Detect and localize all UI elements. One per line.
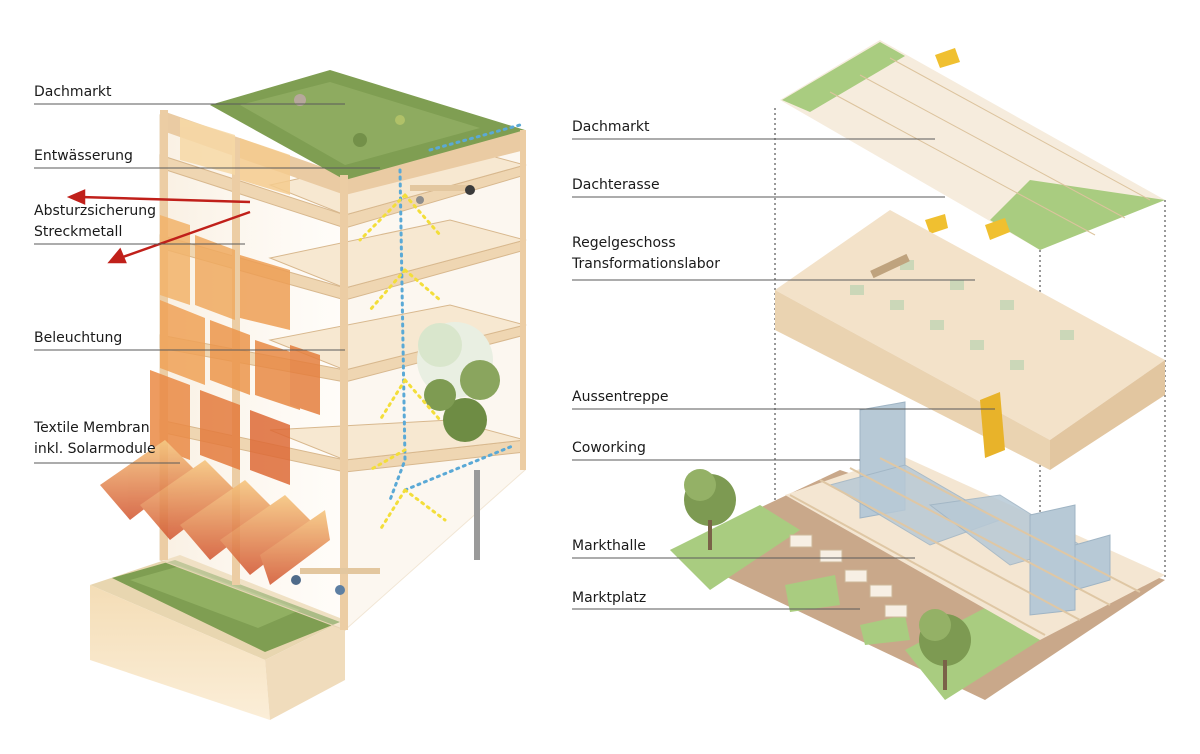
terrace-tree	[417, 322, 500, 442]
right-leader-lines	[572, 138, 995, 610]
ground-plinth-right	[265, 620, 345, 720]
regular-floor-top	[775, 210, 1165, 440]
label-coworking: Coworking	[572, 440, 646, 456]
label-absturzsicherung: Absturzsicherung Streckmetall	[34, 203, 156, 240]
ground-green-roof-highlight	[130, 566, 300, 628]
exploded-axonometric	[670, 40, 1166, 700]
market-lawn-right	[905, 600, 1040, 700]
left-leader-lines	[34, 103, 380, 464]
label-textile-membran: Textile Membran inkl. Solarmodule	[34, 420, 156, 457]
label-beleuchtung: Beleuchtung	[34, 330, 123, 346]
label-markthalle: Markthalle	[572, 538, 646, 554]
roof-stair-top	[935, 48, 960, 68]
label-dachterasse: Dachterasse	[572, 177, 660, 193]
label-dachmarkt-left: Dachmarkt	[34, 84, 112, 100]
regular-floor-left	[775, 290, 1050, 470]
wind-arrows	[66, 189, 251, 264]
label-regelgeschoss: Regelgeschoss Transformationslabor	[572, 235, 721, 272]
market-hall-frame	[789, 457, 1141, 636]
market-lawn-left	[670, 505, 800, 590]
regular-floor-table	[870, 253, 910, 279]
roof-stair-c	[925, 214, 948, 234]
market-stalls	[789, 534, 908, 618]
textile-membrane-panels	[100, 118, 330, 585]
regular-floor-right	[1050, 360, 1165, 470]
regular-floor-rooms	[850, 260, 1074, 370]
label-aussentreppe: Aussentreppe	[572, 389, 669, 405]
market-lawn-patch-2	[860, 615, 910, 645]
label-marktplatz: Marktplatz	[572, 590, 647, 606]
ground-plinth-left	[90, 585, 270, 720]
label-entwaesserung: Entwässerung	[34, 148, 133, 164]
roof-stair-b	[985, 218, 1010, 240]
label-dachmarkt-right: Dachmarkt	[572, 119, 650, 135]
roof-level-lawn-b	[990, 180, 1165, 250]
roof-level-lawn-a	[782, 42, 905, 112]
coworking-walls	[828, 401, 1111, 616]
airflow-line	[388, 123, 522, 502]
office-furniture	[291, 185, 475, 595]
market-trees	[684, 469, 971, 690]
market-lawn-patch	[785, 575, 840, 612]
light-rays	[358, 193, 447, 532]
